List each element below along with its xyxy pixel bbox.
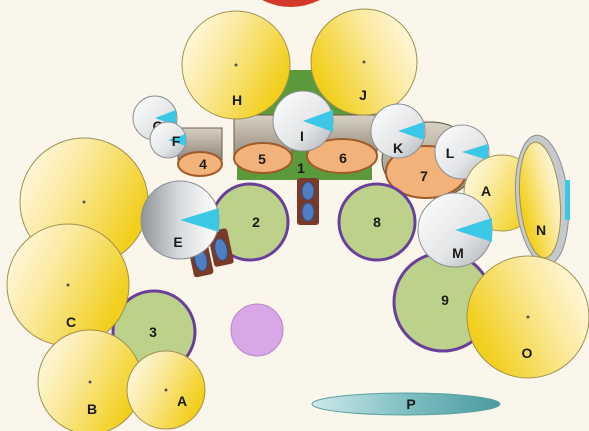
- label-P: P: [406, 396, 415, 412]
- label-7: 7: [420, 168, 428, 184]
- cymbal-H[interactable]: H: [182, 11, 290, 119]
- label-B: B: [87, 401, 97, 417]
- label-6: 6: [339, 150, 347, 166]
- label-H: H: [232, 92, 242, 108]
- cymbal-A-left[interactable]: A: [127, 351, 205, 429]
- top-ornament: [262, 0, 320, 7]
- cymbal-I[interactable]: I: [273, 91, 333, 151]
- label-F: F: [172, 133, 181, 149]
- cymbal-E[interactable]: E: [141, 181, 219, 259]
- label-J: J: [359, 87, 367, 103]
- drum-8[interactable]: 8: [339, 184, 415, 260]
- cymbal-C[interactable]: C: [7, 224, 129, 346]
- label-4: 4: [199, 156, 207, 172]
- label-1: 1: [297, 160, 305, 176]
- label-2: 2: [252, 214, 260, 230]
- cymbal-F[interactable]: F: [150, 122, 186, 158]
- label-A-left: A: [177, 393, 187, 409]
- cymbal-B[interactable]: B: [38, 330, 142, 431]
- label-9: 9: [441, 292, 449, 308]
- cymbal-O[interactable]: O: [467, 256, 589, 378]
- cymbal-K[interactable]: K: [371, 104, 425, 158]
- label-L: L: [446, 145, 455, 161]
- label-M: M: [452, 245, 464, 261]
- label-A-right: A: [481, 183, 491, 199]
- label-I: I: [300, 128, 304, 144]
- cymbal-M[interactable]: M: [418, 193, 492, 267]
- label-O: O: [522, 345, 533, 361]
- label-3: 3: [149, 324, 157, 340]
- percussion-P[interactable]: P: [312, 393, 500, 415]
- cymbal-N[interactable]: N: [510, 133, 573, 267]
- label-C: C: [66, 314, 76, 330]
- label-5: 5: [258, 151, 266, 167]
- pink-pad[interactable]: [231, 304, 283, 356]
- label-N: N: [536, 222, 546, 238]
- label-8: 8: [373, 214, 381, 230]
- label-K: K: [393, 140, 403, 156]
- cymbal-J[interactable]: J: [311, 9, 417, 115]
- label-E: E: [173, 234, 182, 250]
